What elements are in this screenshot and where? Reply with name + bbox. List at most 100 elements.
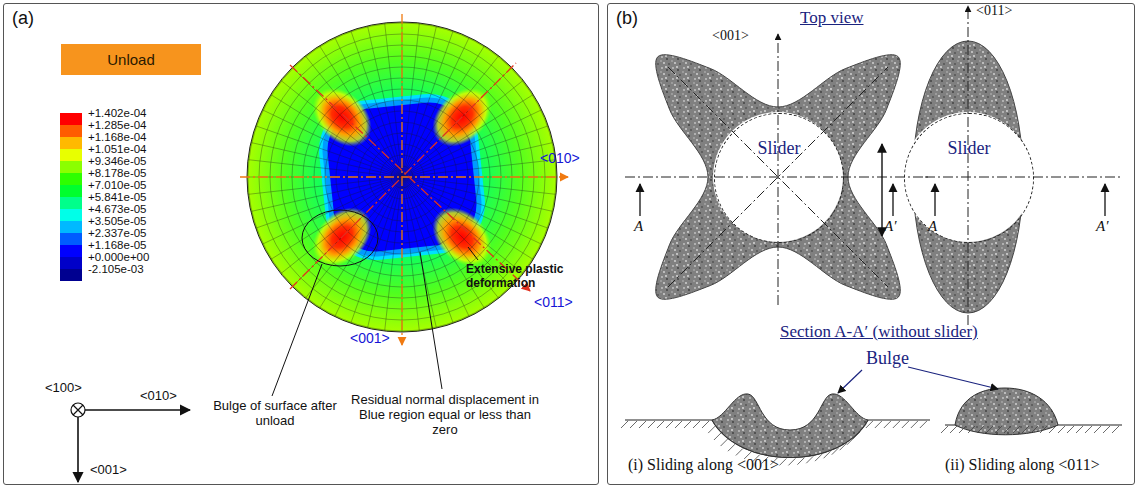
mesh-spoke: [246, 141, 402, 177]
view-title: Section A-A′ (without slider): [780, 322, 978, 342]
mesh-spoke: [402, 77, 527, 177]
mesh-spoke: [243, 177, 402, 195]
mesh-spoke: [258, 177, 402, 246]
hatch-stroke: [797, 458, 804, 465]
mesh-spoke: [366, 177, 402, 333]
groove-section: [712, 394, 868, 458]
axis-line: [968, 6, 969, 325]
legend-swatch: [60, 113, 82, 125]
mesh-spoke: [402, 177, 558, 213]
case-caption: (i) Sliding along <001>: [628, 456, 779, 474]
mesh-spoke: [402, 177, 471, 321]
annotation: Bulge of surface after unload: [200, 398, 350, 428]
slider-circle: Slider: [904, 113, 1034, 243]
axis-label: <010>: [540, 150, 580, 166]
section-mark: A: [928, 218, 937, 235]
hatch-stroke: [1076, 426, 1083, 433]
hatch-stroke: [1085, 426, 1092, 433]
mesh-spoke: [384, 18, 402, 177]
hatch-stroke: [995, 426, 1002, 433]
mesh-spoke: [349, 26, 402, 177]
mesh-spoke: [289, 64, 402, 177]
axis-line: [778, 34, 779, 305]
hatch-stroke: [859, 425, 866, 432]
legend-value: +5.841e-05: [88, 191, 147, 203]
hatch-stroke: [1112, 426, 1119, 433]
slider-sketch: [621, 6, 1122, 465]
mesh-spoke: [251, 124, 402, 177]
hatch-stroke: [815, 454, 822, 461]
hatch-stroke: [1013, 426, 1020, 433]
legend-value: +4.673e-05: [88, 203, 147, 215]
axis-001: [401, 14, 402, 345]
hatch-stroke: [959, 426, 966, 433]
callout-label: Bulge: [866, 348, 909, 369]
hatch-stroke: [779, 458, 786, 465]
legend-value: +1.051e-04: [88, 143, 147, 155]
panel-frame: (b) Slider Slider: [607, 3, 1135, 485]
triad-cross: [73, 405, 83, 415]
hatch-stroke: [920, 421, 927, 428]
legend-swatch: [60, 137, 82, 149]
hatch-stroke: [1103, 426, 1110, 433]
hatch-stroke: [1031, 426, 1038, 433]
hatch-stroke: [941, 426, 948, 433]
hatch-stroke: [1067, 426, 1074, 433]
bulge-ring: [302, 210, 378, 266]
legend-value: +7.010e-05: [88, 179, 147, 191]
section-arrow: [892, 184, 893, 216]
hatch-stroke: [736, 448, 743, 455]
mesh-spoke: [402, 141, 558, 177]
bulge-pointer: [908, 367, 998, 389]
axis-label: <100>: [45, 380, 82, 395]
hatch-stroke: [893, 421, 900, 428]
leader-line: [468, 247, 478, 260]
hatch-stroke: [1049, 426, 1056, 433]
mesh-spoke: [251, 177, 402, 230]
hatch-stroke: [630, 421, 637, 428]
legend-value: +8.178e-05: [88, 167, 147, 179]
mesh-spoke: [302, 177, 402, 302]
legend-swatch: [60, 233, 82, 245]
mesh-spoke: [402, 177, 553, 230]
hatch-stroke: [1004, 426, 1011, 433]
legend-swatch: [60, 185, 82, 197]
hatch-stroke: [1094, 426, 1101, 433]
node-text: Slider: [715, 114, 843, 159]
annotation: Extensive plastic deformation: [466, 262, 566, 290]
mesh-spoke: [402, 52, 502, 177]
hatch-stroke: [902, 421, 909, 428]
legend-swatch: [60, 245, 82, 257]
section-mark: A′: [1096, 218, 1108, 235]
hatch-stroke: [693, 421, 700, 428]
legend-value: +2.337e-05: [88, 227, 147, 239]
legend-value: -2.105e-03: [88, 263, 144, 275]
axis-label: <011>: [976, 3, 1012, 19]
hatch-stroke: [728, 444, 735, 451]
hatch-stroke: [675, 421, 682, 428]
node-text: Slider: [905, 114, 1033, 159]
legend-swatch: [60, 197, 82, 209]
node-text: (a): [4, 4, 42, 33]
legend-swatch: [60, 149, 82, 161]
section-arrow: [934, 184, 935, 216]
hatch-stroke: [788, 458, 795, 465]
axis-label: <011>: [534, 294, 573, 310]
hatch-stroke: [968, 426, 975, 433]
mesh-spoke: [277, 77, 402, 177]
hatch-stroke: [1022, 426, 1029, 433]
axis-line: [925, 177, 1122, 178]
legend-value: +1.285e-04: [88, 119, 147, 131]
legend-swatch: [60, 209, 82, 221]
hatch-stroke: [666, 421, 673, 428]
legend-value: +0.000e+00: [88, 251, 149, 263]
hatch-stroke: [853, 432, 860, 439]
legend-value: +1.168e-04: [88, 131, 147, 143]
node-text: (b): [608, 4, 646, 33]
section-arrow: [639, 184, 640, 216]
hatch-stroke: [721, 439, 728, 446]
hatch-stroke: [639, 421, 646, 428]
hatch-stroke: [714, 433, 721, 440]
legend-swatch: [60, 125, 82, 137]
